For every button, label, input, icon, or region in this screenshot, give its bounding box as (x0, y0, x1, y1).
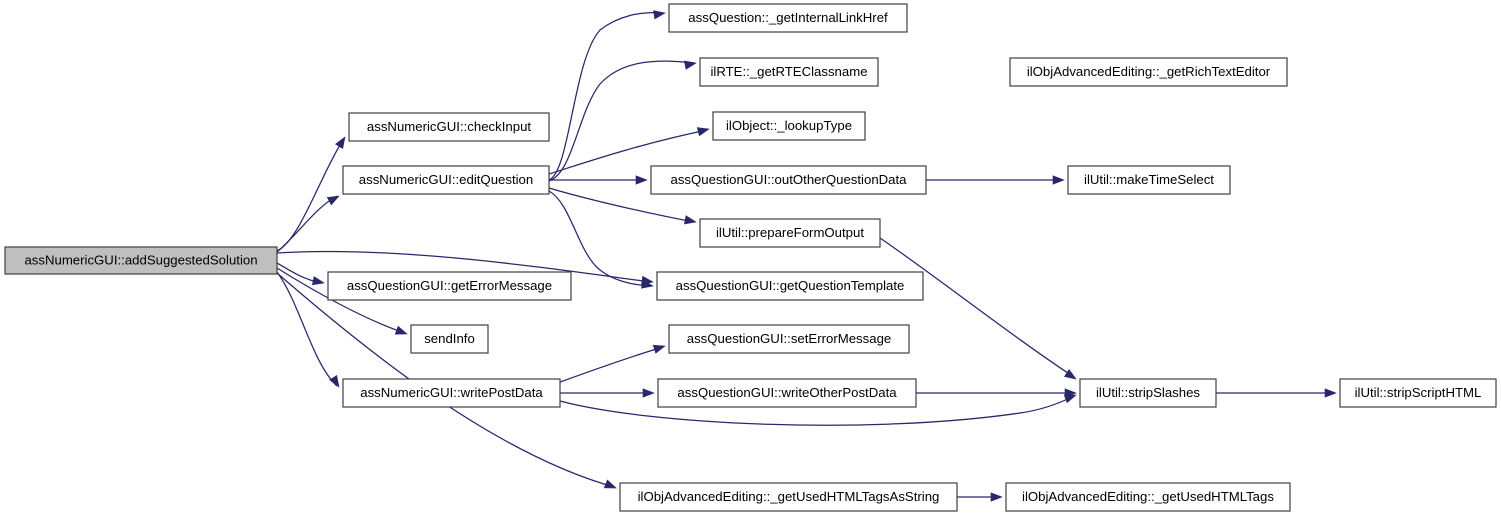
node-box-addSuggestedSolution[interactable] (4, 246, 278, 275)
node-prepareFormOutput[interactable]: ilUtil::prepareFormOutput (699, 218, 881, 248)
node-getRichTextEditor[interactable]: ilObjAdvancedEditing::_getRichTextEditor (1009, 57, 1288, 87)
node-box-writePostData[interactable] (342, 378, 561, 408)
edge-addSuggestedSolution-to-sendInfo (276, 267, 406, 334)
arrowhead-getUsedHTMLTags (990, 492, 1003, 502)
arrowhead-editQuestion (326, 195, 340, 206)
edge-addSuggestedSolution-to-checkInput (276, 139, 344, 252)
arrowhead-writePostData (329, 374, 340, 388)
node-getUsedHTMLTagsAsString[interactable]: ilObjAdvancedEditing::_getUsedHTMLTagsAs… (619, 482, 958, 512)
arrowhead-stripScriptHTML (1324, 388, 1337, 398)
node-getInternalLinkHref[interactable]: assQuestion::_getInternalLinkHref (668, 3, 908, 33)
edge-prepareFormOutput-to-stripSlashes (879, 237, 1075, 378)
node-box-makeTimeSelect[interactable] (1067, 165, 1231, 195)
arrowhead-outOtherQuestionData (635, 175, 648, 185)
edge-writePostData-to-setErrorMessage (559, 346, 664, 383)
arrowhead-getUsedHTMLTagsAsString (603, 479, 617, 489)
edge-editQuestion-to-getInternalLinkHref (548, 11, 664, 181)
edge-editQuestion-to-prepareFormOutput (548, 187, 695, 223)
arrowhead-getRTEClassname (684, 60, 697, 70)
edge-editQuestion-to-getQuestionTemplate (548, 190, 652, 287)
node-getRTEClassname[interactable]: ilRTE::_getRTEClassname (699, 57, 879, 87)
edge-editQuestion-to-getRTEClassname (548, 60, 695, 182)
node-box-stripScriptHTML[interactable] (1339, 378, 1497, 408)
node-box-lookupType[interactable] (712, 111, 866, 141)
node-box-editQuestion[interactable] (342, 165, 550, 195)
node-box-setErrorMessage[interactable] (668, 324, 910, 354)
edge-editQuestion-to-lookupType (548, 129, 708, 175)
arrowhead-prepareFormOutput (684, 215, 697, 225)
node-getUsedHTMLTags[interactable]: ilObjAdvancedEditing::_getUsedHTMLTags (1005, 482, 1291, 512)
node-box-prepareFormOutput[interactable] (699, 218, 881, 248)
edge-writePostData-to-stripSlashes (559, 395, 1075, 426)
arrowhead-stripSlashes-c (1064, 388, 1077, 398)
arrowhead-writeOtherPostData (642, 388, 655, 398)
arrowhead-sendInfo (394, 325, 408, 335)
node-editQuestion[interactable]: assNumericGUI::editQuestion (342, 165, 550, 195)
node-box-stripSlashes[interactable] (1079, 378, 1217, 408)
node-box-getUsedHTMLTagsAsString[interactable] (619, 482, 958, 512)
node-box-getUsedHTMLTags[interactable] (1005, 482, 1291, 512)
node-setErrorMessage[interactable]: assQuestionGUI::setErrorMessage (668, 324, 910, 354)
node-box-getRichTextEditor[interactable] (1009, 57, 1288, 87)
node-box-getInternalLinkHref[interactable] (668, 3, 908, 33)
node-makeTimeSelect[interactable]: ilUtil::makeTimeSelect (1067, 165, 1231, 195)
edges-layer (276, 11, 1334, 498)
arrowheads-layer (311, 10, 1337, 502)
arrowhead-setErrorMessage (652, 344, 666, 354)
node-box-getQuestionTemplate[interactable] (656, 271, 924, 301)
node-box-outOtherQuestionData[interactable] (650, 165, 927, 195)
node-outOtherQuestionData[interactable]: assQuestionGUI::outOtherQuestionData (650, 165, 927, 195)
nodes-layer: assNumericGUI::addSuggestedSolutionassNu… (4, 3, 1497, 512)
node-sendInfo[interactable]: sendInfo (410, 324, 489, 354)
edge-addSuggestedSolution-to-writePostData (276, 271, 338, 387)
node-box-getRTEClassname[interactable] (699, 57, 879, 87)
node-box-sendInfo[interactable] (410, 324, 489, 354)
node-writeOtherPostData[interactable]: assQuestionGUI::writeOtherPostData (657, 378, 917, 408)
node-lookupType[interactable]: ilObject::_lookupType (712, 111, 866, 141)
node-stripScriptHTML[interactable]: ilUtil::stripScriptHTML (1339, 378, 1497, 408)
arrowhead-lookupType (696, 127, 710, 137)
arrowhead-getErrorMessage (311, 276, 325, 286)
arrowhead-getInternalLinkHref (653, 10, 666, 20)
node-checkInput[interactable]: assNumericGUI::checkInput (348, 112, 550, 142)
node-getErrorMessage[interactable]: assQuestionGUI::getErrorMessage (327, 271, 572, 301)
node-addSuggestedSolution[interactable]: assNumericGUI::addSuggestedSolution (4, 246, 278, 275)
node-writePostData[interactable]: assNumericGUI::writePostData (342, 378, 561, 408)
node-box-checkInput[interactable] (348, 112, 550, 142)
node-box-writeOtherPostData[interactable] (657, 378, 917, 408)
arrowhead-stripSlashes-a (1063, 368, 1077, 380)
node-getQuestionTemplate[interactable]: assQuestionGUI::getQuestionTemplate (656, 271, 924, 301)
arrowhead-makeTimeSelect (1052, 175, 1065, 185)
arrowhead-getQuestionTemplate-b (641, 279, 654, 289)
node-box-getErrorMessage[interactable] (327, 271, 572, 301)
edge-addSuggestedSolution-to-editQuestion (276, 195, 338, 253)
node-stripSlashes[interactable]: ilUtil::stripSlashes (1079, 378, 1217, 408)
arrowhead-checkInput (335, 136, 346, 150)
